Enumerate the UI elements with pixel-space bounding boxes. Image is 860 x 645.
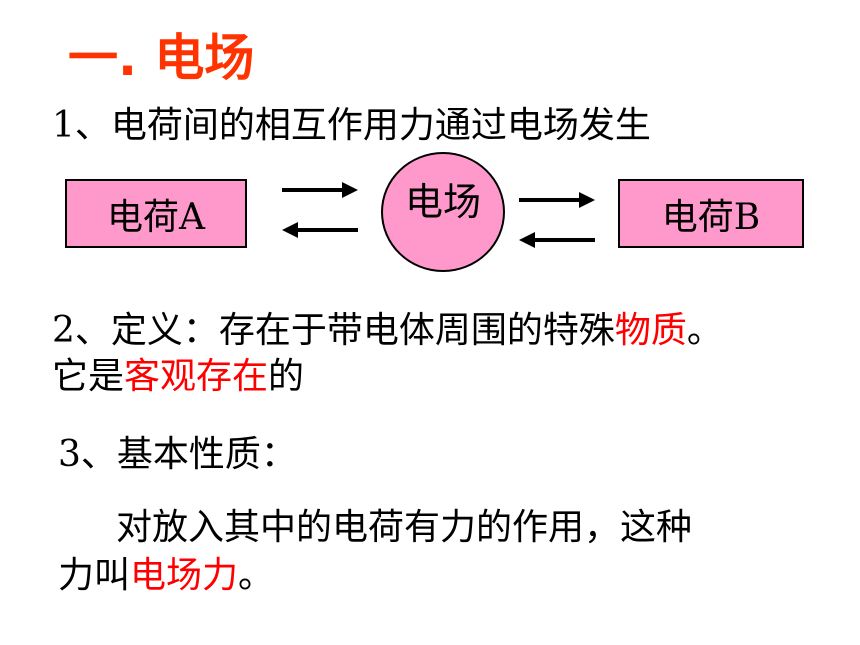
point-3-body-line-1: 对放入其中的电荷有力的作用，这种 [116, 507, 693, 548]
point-2-highlight-objective: 客观存在 [124, 356, 269, 397]
point-2-line-1: 2、定义：存在于带电体周围的特殊物质。 [52, 308, 723, 354]
exchange-arrows-left [282, 182, 358, 238]
charge-a-box: 电荷A [65, 179, 247, 248]
point-3-line2-prefix: 力叫 [58, 555, 131, 596]
point-3-body-line-2: 力叫电场力。 [58, 553, 274, 599]
point-1: 1、电荷间的相互作用力通过电场发生 [52, 105, 651, 146]
slide-title: 一. 电场 [68, 29, 255, 87]
point-3-highlight-force: 电场力 [130, 555, 239, 596]
field-node: 电场 [381, 152, 505, 272]
charge-b-label: 电荷B [661, 196, 761, 238]
point-2-line2-suffix: 的 [268, 356, 305, 397]
point-3-line2-suffix: 。 [238, 555, 275, 596]
point-2-period: 。 [686, 310, 723, 351]
point-2-text: 2、定义：存在于带电体周围的特殊 [52, 310, 615, 351]
point-2-line-2: 它是客观存在的 [52, 354, 304, 400]
exchange-arrows-right [519, 192, 595, 248]
charge-b-box: 电荷B [618, 179, 804, 248]
point-3-heading: 3、基本性质： [58, 434, 297, 475]
point-2-line2-prefix: 它是 [52, 356, 125, 397]
field-label: 电场 [404, 180, 481, 224]
charge-a-label: 电荷A [107, 196, 205, 238]
point-2-highlight-matter: 物质 [614, 310, 687, 351]
